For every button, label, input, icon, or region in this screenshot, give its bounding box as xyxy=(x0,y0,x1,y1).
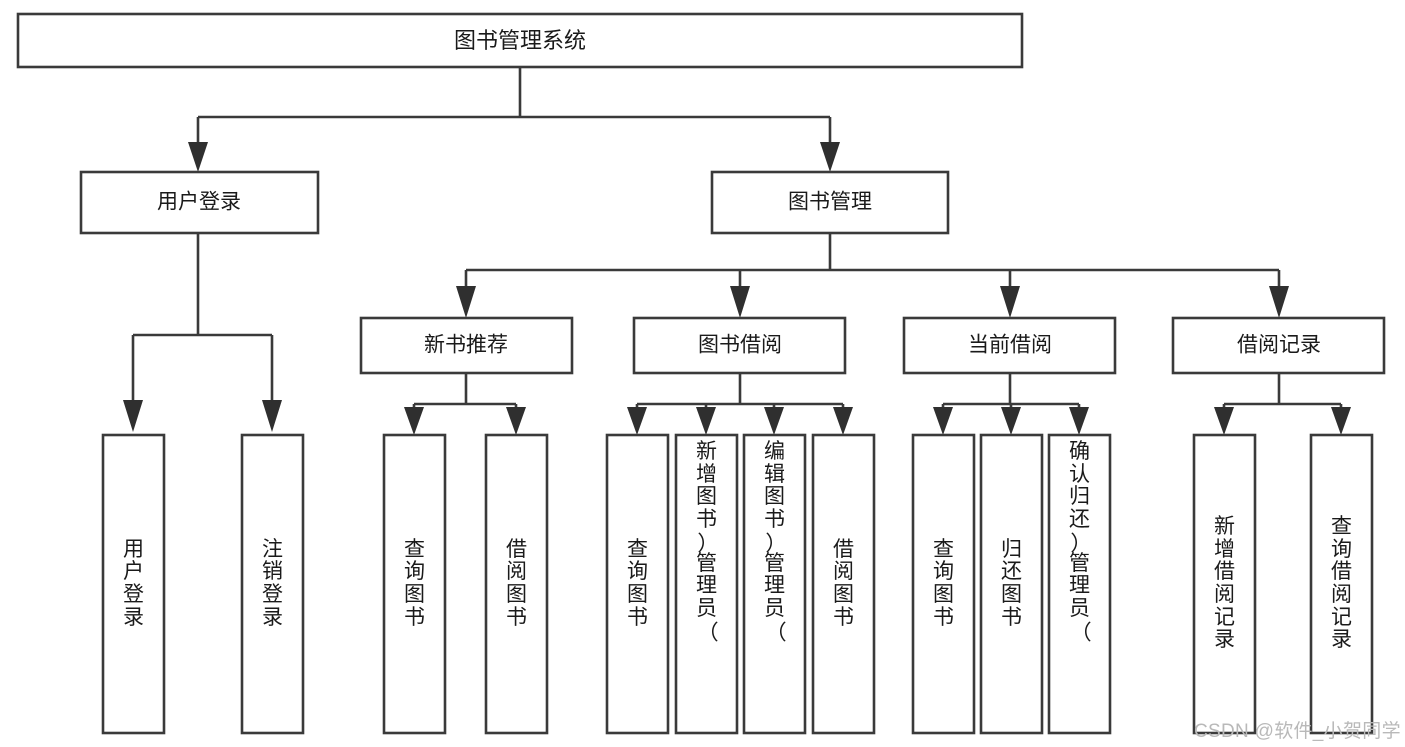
node-book-manage[interactable]: 图书管理 xyxy=(710,170,950,235)
leaf-box-add-record[interactable] xyxy=(1192,433,1257,735)
arrowhead-book-manage xyxy=(820,142,840,172)
arrowhead-leaf-confirm-return xyxy=(1069,407,1089,435)
node-user-login[interactable]: 用户登录 xyxy=(79,170,320,235)
leaf-box-user-login[interactable] xyxy=(101,433,166,735)
arrowhead-leaf-borrow-book-2 xyxy=(833,407,853,435)
arrowhead-book-borrow xyxy=(730,286,750,318)
node-borrow-records[interactable]: 借阅记录 xyxy=(1171,316,1386,375)
arrowhead-leaf-return-book xyxy=(1001,407,1021,435)
leaf-box-query-book-3[interactable] xyxy=(911,433,976,735)
node-new-book-recommend-label: 新书推荐 xyxy=(424,334,508,357)
arrowhead-leaf-query-record xyxy=(1331,407,1351,435)
node-root-label: 图书管理系统 xyxy=(454,28,586,53)
leaf-box-query-book-1[interactable] xyxy=(382,433,447,735)
arrowhead-leaf-add-record xyxy=(1214,407,1234,435)
arrowhead-leaf-logout-login xyxy=(262,400,282,432)
node-root[interactable]: 图书管理系统 xyxy=(16,12,1024,69)
leaf-box-borrow-book-2[interactable] xyxy=(811,433,876,735)
arrowhead-new-book-recommend xyxy=(456,286,476,318)
leaf-box-query-record[interactable] xyxy=(1309,433,1374,735)
csdn-watermark: CSDN @软件_小贺同学 xyxy=(1194,721,1401,742)
leaf-box-edit-book[interactable] xyxy=(742,433,807,735)
leaf-box-borrow-book-1[interactable] xyxy=(484,433,549,735)
leaf-box-confirm-return[interactable] xyxy=(1047,433,1112,735)
arrowhead-leaf-query-book-3 xyxy=(933,407,953,435)
node-current-borrow[interactable]: 当前借阅 xyxy=(902,316,1117,375)
leaf-boxes-group xyxy=(101,433,1374,735)
node-current-borrow-label: 当前借阅 xyxy=(968,334,1052,357)
arrowhead-leaf-query-book-2 xyxy=(627,407,647,435)
leaf-box-return-book[interactable] xyxy=(979,433,1044,735)
connectors-group xyxy=(123,67,1351,435)
leaf-box-logout-login[interactable] xyxy=(240,433,305,735)
arrowhead-leaf-query-book-1 xyxy=(404,407,424,435)
arrowhead-current-borrow xyxy=(1000,286,1020,318)
node-user-login-label: 用户登录 xyxy=(157,191,241,214)
leaf-box-add-book[interactable] xyxy=(674,433,739,735)
node-new-book-recommend[interactable]: 新书推荐 xyxy=(359,316,574,375)
arrowhead-leaf-user-login xyxy=(123,400,143,432)
node-borrow-records-label: 借阅记录 xyxy=(1237,334,1321,357)
arrowhead-borrow-records xyxy=(1269,286,1289,318)
arrowhead-leaf-borrow-book-1 xyxy=(506,407,526,435)
node-book-borrow-label: 图书借阅 xyxy=(698,334,782,357)
node-book-manage-label: 图书管理 xyxy=(788,191,872,214)
node-book-borrow[interactable]: 图书借阅 xyxy=(632,316,847,375)
arrowhead-user-login xyxy=(188,142,208,172)
arrowhead-leaf-add-book xyxy=(696,407,716,435)
leaf-box-query-book-2[interactable] xyxy=(605,433,670,735)
arrowhead-leaf-edit-book xyxy=(764,407,784,435)
